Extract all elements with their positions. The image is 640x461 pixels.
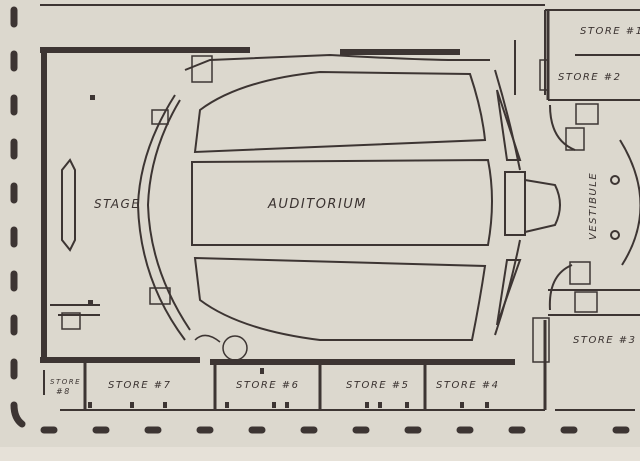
stairs [61, 55, 599, 363]
label-store-4: STORE #4 [436, 380, 500, 391]
label-store-3: STORE #3 [573, 335, 637, 346]
page-margin [0, 447, 640, 461]
room-labels: STORE #1 STORE #2 STAGE AUDITORIUM VESTI… [50, 26, 640, 396]
vestibule-area [548, 104, 640, 311]
property-line [10, 6, 640, 434]
label-store-5: STORE #5 [346, 380, 410, 391]
label-stage: STAGE [94, 197, 140, 211]
label-store-6: STORE #6 [236, 380, 300, 391]
label-store-2: STORE #2 [558, 72, 622, 83]
lobby-booth [496, 89, 561, 326]
thin-walls [40, 4, 640, 411]
building-walls [40, 47, 515, 365]
columns [88, 95, 489, 408]
label-store-7: STORE #7 [108, 380, 172, 391]
label-store-1: STORE #1 [580, 26, 640, 37]
label-auditorium: AUDITORIUM [267, 197, 367, 212]
label-store-8-line1: STORE [50, 378, 81, 386]
auditorium-seating [136, 53, 521, 341]
label-store-8-line2: #8 [56, 387, 71, 396]
label-vestibule: VESTIBULE [588, 172, 599, 240]
